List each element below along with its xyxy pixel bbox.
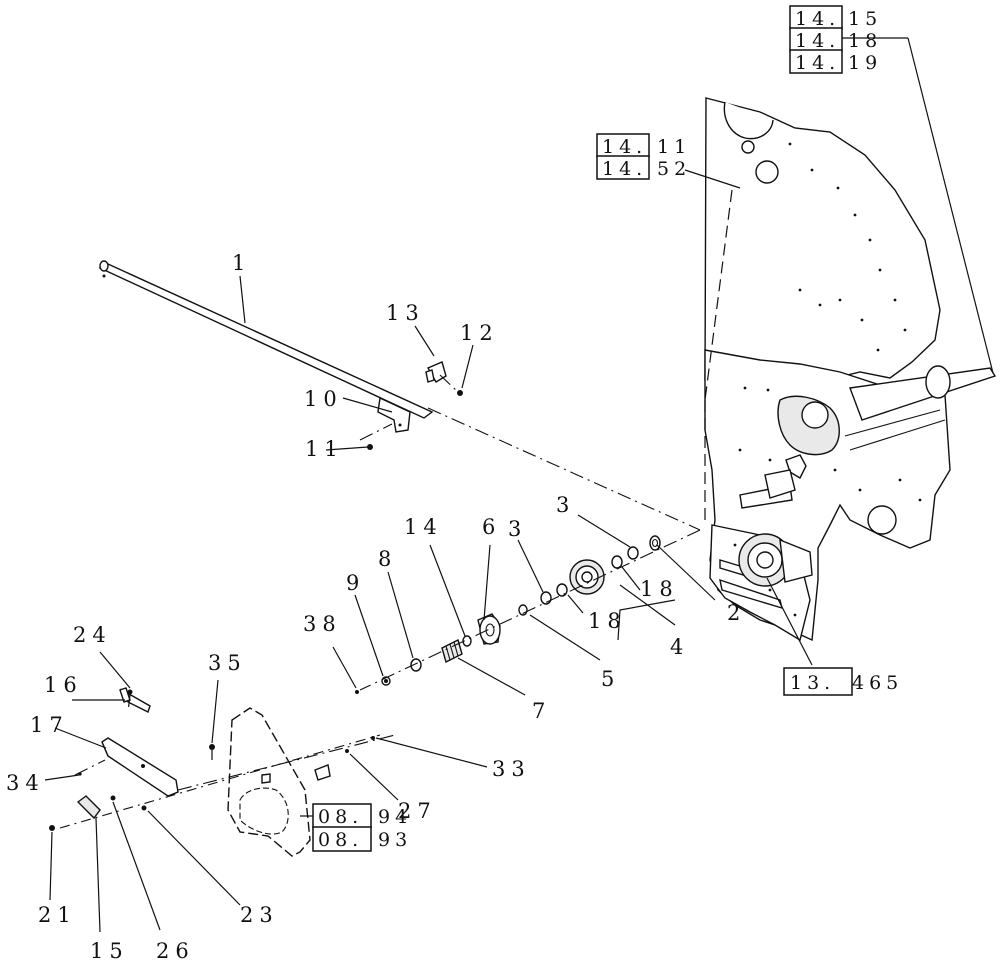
callout-26: 26: [156, 939, 195, 963]
frame-stub-shaft: [739, 469, 796, 509]
callout-labels: 1 13 12 10 11 3 3 14 6 2 18 18 4 5 8 9 3…: [6, 251, 746, 963]
ref-14-11: 14. 11: [596, 133, 691, 158]
svg-text:94: 94: [378, 806, 412, 828]
bolt-part-11: [367, 444, 373, 450]
callout-18-upper: 18: [640, 577, 679, 601]
svg-text:93: 93: [378, 829, 412, 851]
sprocket-part-4: [569, 559, 605, 595]
double-sprocket-assembly: [738, 533, 813, 587]
svg-text:14.: 14.: [795, 30, 840, 52]
callout-7: 7: [532, 699, 551, 723]
bolt-part-26: [110, 795, 116, 801]
callout-6: 6: [482, 515, 501, 539]
svg-text:18: 18: [848, 30, 882, 52]
svg-text:52: 52: [657, 158, 691, 180]
callout-2: 2: [727, 601, 746, 625]
bolt-part-35: [209, 744, 215, 750]
callout-11: 11: [305, 437, 344, 461]
callout-1: 1: [232, 251, 251, 275]
svg-text:19: 19: [848, 52, 882, 74]
clip-part-16: [119, 687, 151, 713]
svg-text:15: 15: [848, 8, 882, 30]
strip-part-17: [101, 737, 179, 797]
callout-5: 5: [601, 667, 620, 691]
pin-part-38: [355, 690, 359, 694]
washer-part-3-lower: [540, 591, 552, 605]
svg-text:14.: 14.: [795, 8, 840, 30]
washer-part-2: [649, 535, 661, 551]
ref-14-52: 14. 52: [596, 155, 691, 180]
tube-arm-part-1: [98, 260, 434, 433]
callout-18-lower: 18: [588, 609, 627, 633]
bolt-part-23: [141, 805, 147, 811]
shield-panel: [227, 707, 331, 857]
svg-text:11: 11: [657, 136, 691, 158]
svg-text:465: 465: [852, 672, 903, 694]
callout-10: 10: [304, 387, 343, 411]
bushing-part-18-upper: [611, 555, 623, 569]
bushing-part-18-lower: [556, 583, 568, 597]
callout-3-upper: 3: [556, 493, 575, 517]
callout-14: 14: [404, 515, 443, 539]
callout-38: 38: [303, 612, 342, 636]
washer-part-8: [410, 658, 422, 672]
hub-part-6: [477, 613, 501, 645]
callout-16: 16: [44, 673, 83, 697]
ref-14-15: 14. 15: [789, 5, 882, 30]
svg-text:14.: 14.: [602, 136, 647, 158]
svg-text:14.: 14.: [795, 52, 840, 74]
bolt-part-12: [457, 390, 463, 396]
callout-35: 35: [208, 651, 247, 675]
plate-part-15: [76, 795, 101, 820]
callout-23: 23: [240, 903, 279, 927]
callout-17: 17: [30, 713, 69, 737]
ref-08-94: 08. 94: [312, 803, 412, 829]
callout-21: 21: [38, 903, 77, 927]
callout-3-lower: 3: [508, 517, 527, 541]
bracket-part-13: [425, 361, 447, 383]
callout-27: 27: [398, 799, 437, 823]
svg-text:08.: 08.: [318, 829, 363, 851]
svg-text:08.: 08.: [318, 806, 363, 828]
ref-14-18: 14. 18: [789, 27, 882, 52]
callout-12: 12: [460, 321, 499, 345]
callout-4: 4: [670, 635, 689, 659]
spring-part-7: [441, 638, 463, 664]
ref-13-465: 13. 465: [783, 667, 903, 696]
svg-text:13.: 13.: [790, 672, 835, 694]
svg-text:14.: 14.: [602, 158, 647, 180]
center-lines: [59, 189, 733, 829]
callout-34: 34: [6, 771, 45, 795]
bolt-part-21: [49, 825, 55, 831]
callout-15: 15: [90, 939, 129, 963]
callout-13: 13: [386, 301, 425, 325]
ref-14-19: 14. 19: [789, 49, 882, 74]
washer-part-3-upper: [627, 546, 639, 560]
ref-08-93: 08. 93: [312, 826, 412, 852]
callout-24: 24: [73, 623, 112, 647]
callout-9: 9: [346, 571, 365, 595]
pin-part-27: [345, 749, 349, 753]
callout-33: 33: [492, 757, 531, 781]
callout-8: 8: [378, 547, 397, 571]
